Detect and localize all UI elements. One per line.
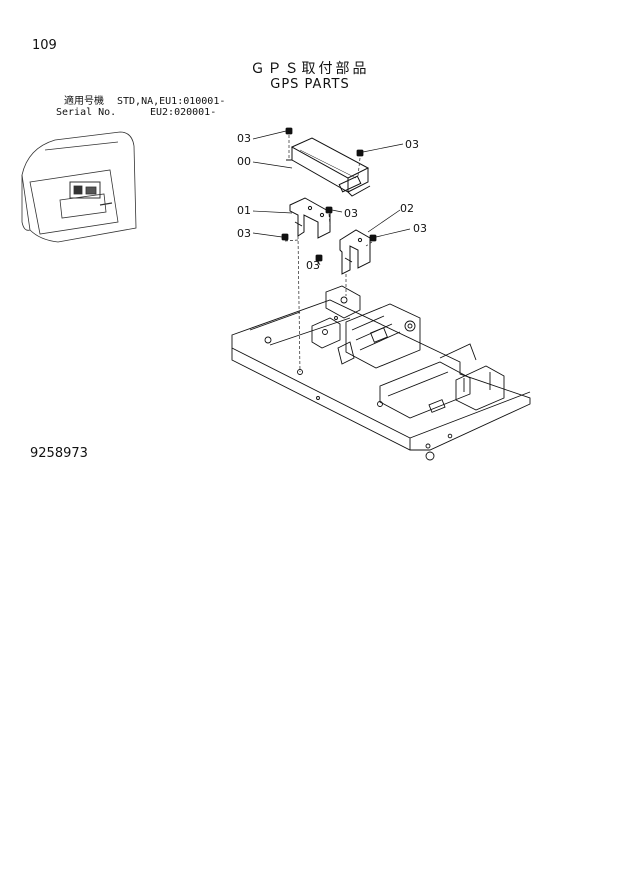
leader-lines: [252, 130, 411, 266]
bracket-left: [289, 197, 331, 239]
cab-floor-frame: [231, 285, 531, 461]
bracket-right: [339, 229, 371, 275]
page-title-jp: ＧＰＳ取付部品: [250, 61, 370, 77]
callout-03-b: 03: [405, 138, 419, 151]
page-title-en: GPS PARTS: [270, 77, 350, 92]
callout-00: 00: [237, 155, 251, 168]
drawing-code: 9258973: [30, 446, 88, 461]
callout-02: 02: [400, 202, 414, 215]
gps-controller-box: [286, 137, 371, 197]
callout-01: 01: [237, 204, 251, 217]
serial-range-eu2: EU2:020001-: [150, 107, 217, 118]
assembly-guides: [284, 135, 373, 373]
cab-locator-thumbnail: [21, 131, 137, 243]
serial-range-std: STD,NA,EU1:010001-: [117, 96, 226, 107]
callout-03-d: 03: [237, 227, 251, 240]
callout-03-c: 03: [344, 207, 358, 220]
serial-label-jp: 適用号機: [64, 96, 104, 107]
callout-03-e: 03: [413, 222, 427, 235]
page-number: 109: [32, 38, 57, 53]
bolts: [281, 127, 377, 262]
serial-label-en: Serial No.: [56, 107, 117, 118]
callout-03-f: 03: [306, 259, 320, 272]
callout-03-a: 03: [237, 132, 251, 145]
